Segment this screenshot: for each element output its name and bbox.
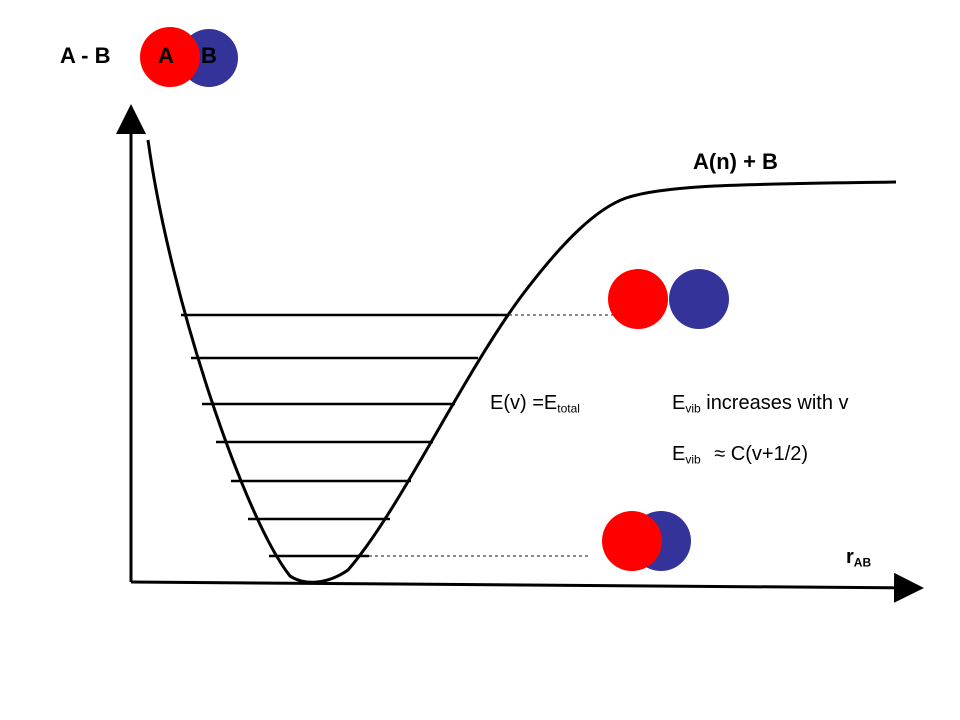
- energy-equation-subscript: total: [557, 401, 580, 416]
- compressed-atom-a: [602, 511, 662, 571]
- energy-equation-lhs: E(v) =E: [490, 392, 558, 414]
- compressed-molecule: [602, 511, 691, 571]
- energy-equation: E(v) =Etotal: [490, 392, 580, 415]
- evib-increase-phrase: increases with v: [700, 392, 849, 414]
- evib2-symbol: E: [672, 443, 686, 465]
- potential-curve: [146, 139, 897, 584]
- evib-approx-formula: Evib ≈ C(v+1/2): [672, 443, 808, 466]
- x-axis-label: rAB: [846, 546, 871, 569]
- evib-increase-text: Evib increases with v: [672, 392, 849, 415]
- approx-rhs: C(v+1/2): [725, 443, 809, 465]
- x-axis-subscript: AB: [853, 555, 872, 570]
- x-axis: [130, 572, 924, 603]
- title-molecule: [140, 27, 238, 87]
- molecule-label: A - B: [60, 43, 111, 68]
- stretched-molecule: [608, 269, 729, 329]
- atom-a-label: A: [158, 43, 174, 68]
- title-atom-a: [140, 27, 200, 87]
- stretched-atom-a: [608, 269, 668, 329]
- vibrational-levels: [181, 313, 509, 558]
- dissociation-label: A(n) + B: [693, 149, 778, 174]
- x-axis-symbol: r: [846, 546, 854, 568]
- approx-symbol: ≈: [714, 443, 726, 465]
- evib2-subscript: vib: [685, 452, 701, 467]
- atom-b-label: B: [201, 43, 217, 68]
- evib-subscript: vib: [685, 401, 701, 416]
- evib-symbol: E: [672, 392, 686, 414]
- stretched-atom-b: [669, 269, 729, 329]
